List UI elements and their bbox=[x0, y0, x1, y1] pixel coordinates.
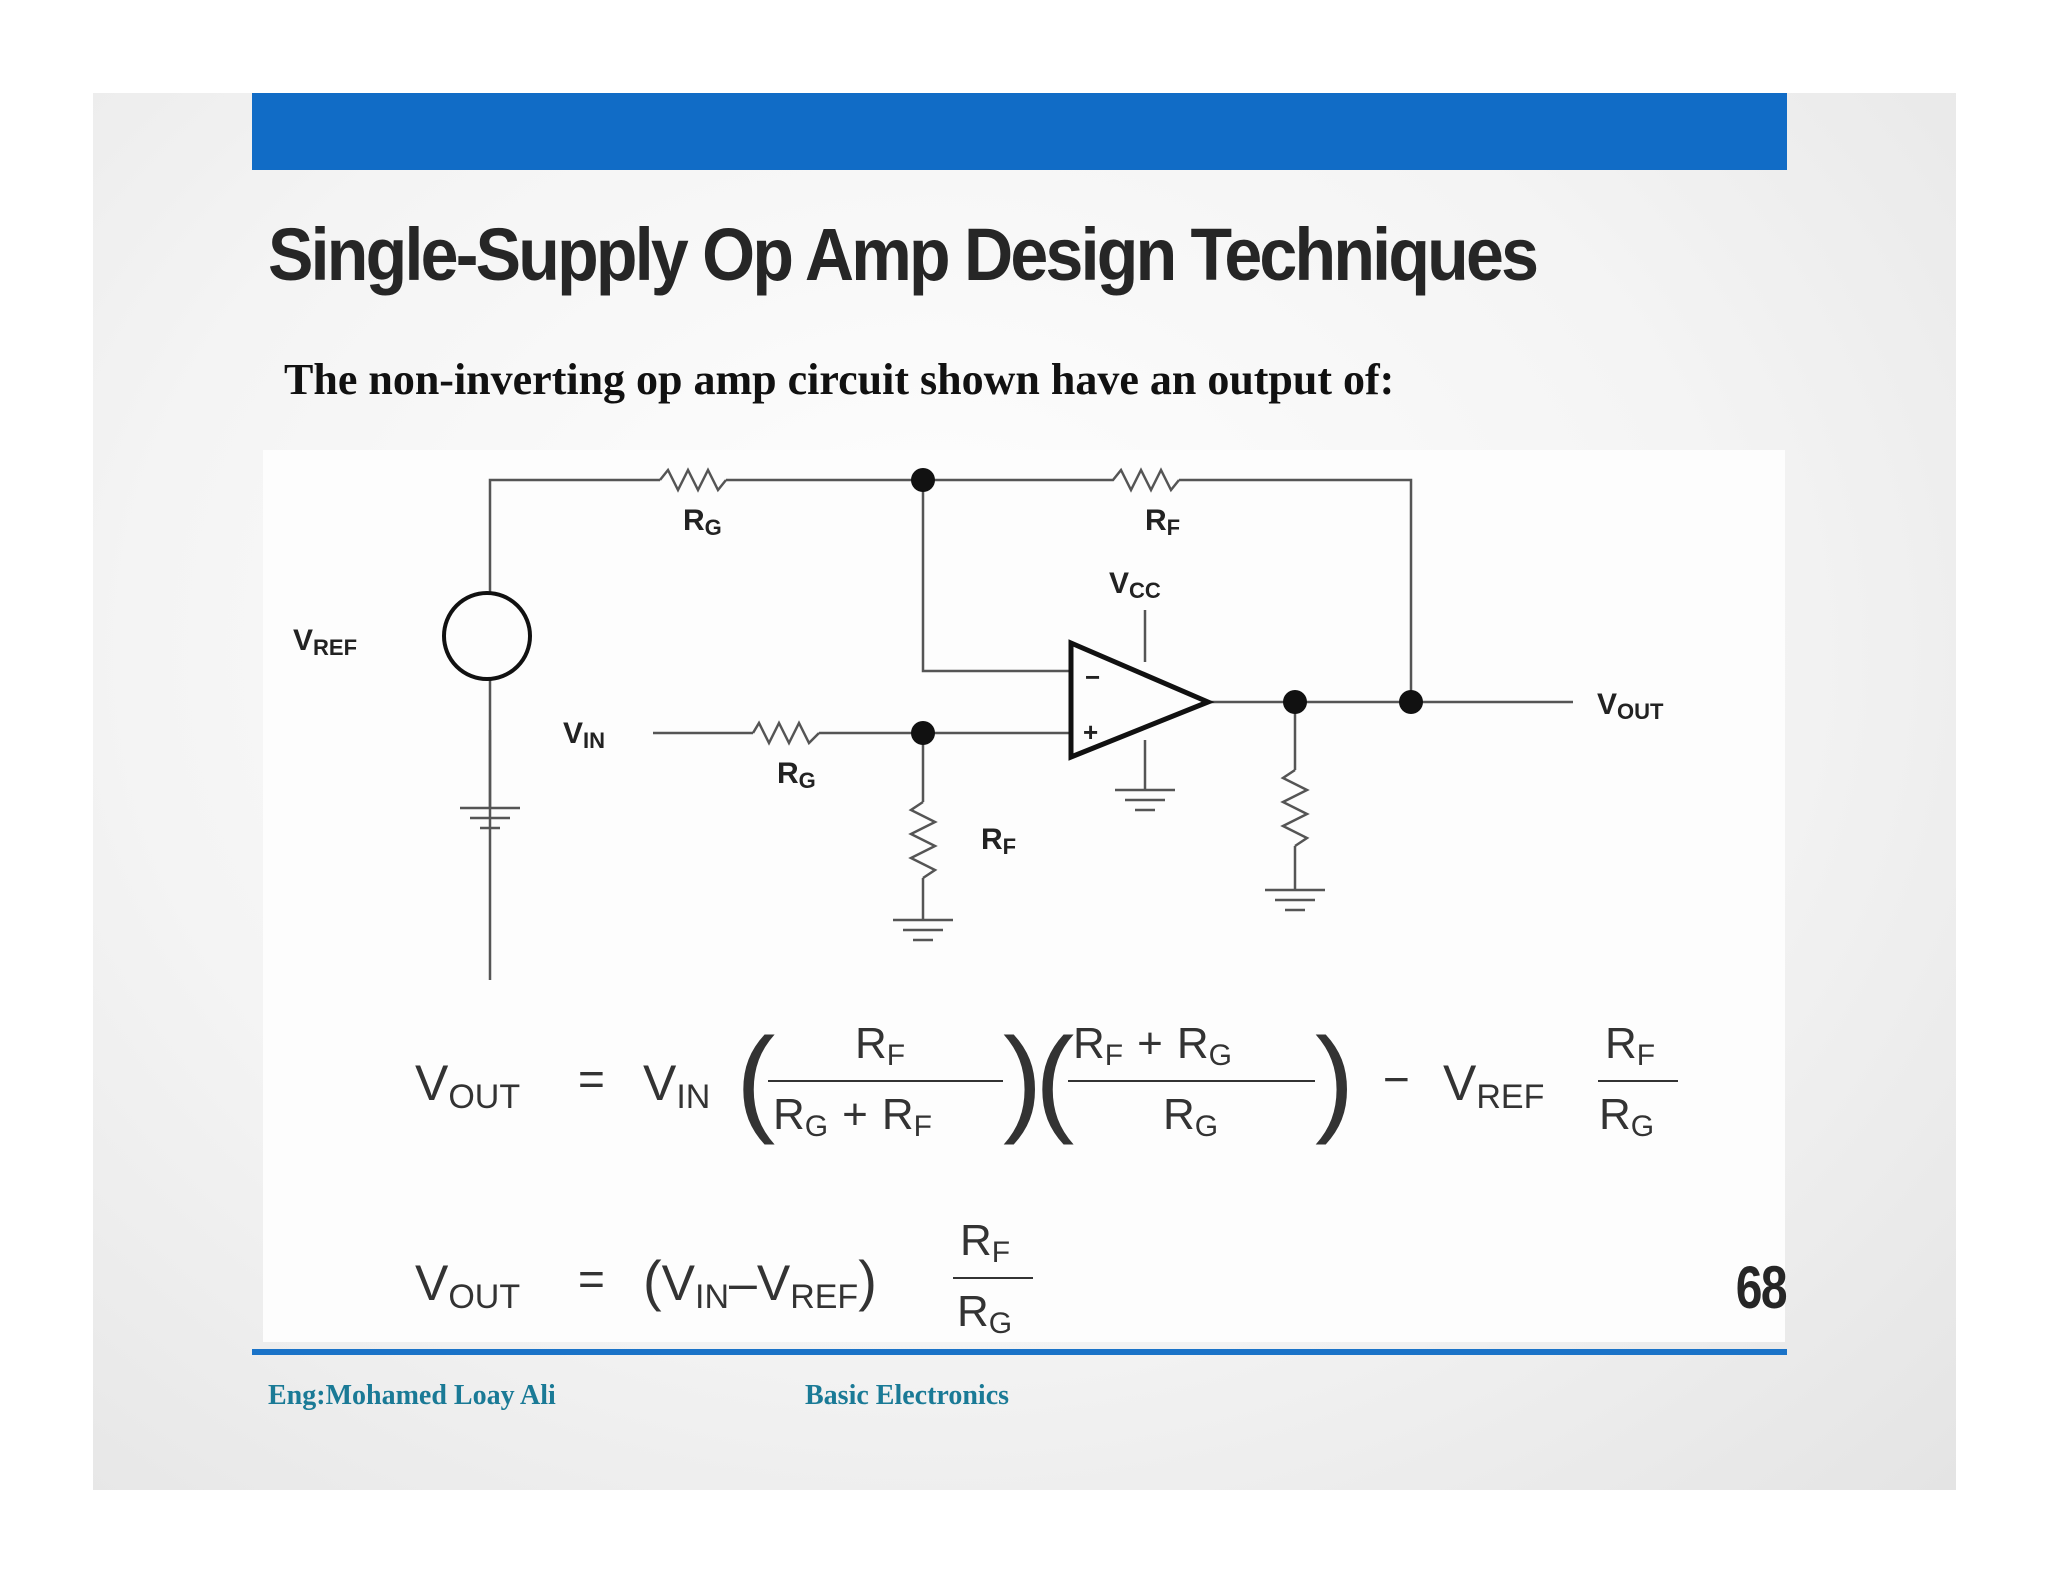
resistor-rf-bottom bbox=[908, 800, 938, 880]
eq1-paren-close-2: ) bbox=[1315, 1014, 1354, 1146]
footer-author: Eng:Mohamed Loay Ali bbox=[268, 1380, 556, 1411]
wire-vref-top bbox=[488, 478, 660, 980]
circuit-figure: − + RG RF VCC VREF VIN RG RF VOUT VOUT =… bbox=[263, 450, 1785, 1342]
label-rf-top: RF bbox=[1145, 504, 1180, 540]
junction-vin bbox=[911, 721, 935, 745]
opamp-minus-sign: − bbox=[1085, 662, 1100, 692]
eq1-frac1-num: RF bbox=[855, 1019, 905, 1072]
eq1-vref: VREF bbox=[1443, 1055, 1544, 1116]
resistor-rf-top bbox=[1111, 467, 1180, 493]
junction-top bbox=[911, 468, 935, 492]
header-accent-bar bbox=[252, 93, 1787, 170]
resistor-rg-top bbox=[659, 467, 727, 493]
equation-general: VOUT = VIN ( RF RG+RF ) ( RF+RG RG ) − V… bbox=[415, 1014, 1678, 1146]
eq1-frac1-den: RG+RF bbox=[773, 1090, 932, 1143]
opamp-triangle bbox=[1068, 639, 1215, 761]
eq2-group: (VIN–VREF) bbox=[643, 1249, 877, 1316]
junction-dots bbox=[911, 468, 1423, 745]
eq1-paren-open-2: ( bbox=[1035, 1014, 1074, 1146]
opamp-plus-sign: + bbox=[1083, 717, 1098, 747]
eq1-equals: = bbox=[578, 1053, 605, 1105]
label-rg-bottom: RG bbox=[777, 757, 816, 793]
page-number: 68 bbox=[1735, 1254, 1788, 1321]
eq2-frac-num: RF bbox=[960, 1216, 1010, 1269]
equation-simplified: VOUT = (VIN–VREF) RF RG bbox=[415, 1216, 1033, 1340]
ground-symbol-rf bbox=[893, 918, 953, 942]
eq1-vin: VIN bbox=[643, 1055, 710, 1116]
eq2-vout: VOUT bbox=[415, 1255, 520, 1316]
eq2-equals: = bbox=[578, 1253, 605, 1305]
circuit-diagram: − + RG RF VCC VREF VIN RG RF VOUT VOUT =… bbox=[293, 467, 1678, 1340]
eq1-paren-close-1: ) bbox=[1003, 1014, 1042, 1146]
eq1-frac3-num: RF bbox=[1605, 1019, 1655, 1072]
eq1-frac3-den: RG bbox=[1599, 1090, 1654, 1143]
eq1-vout: VOUT bbox=[415, 1055, 520, 1116]
vref-source-circle bbox=[442, 591, 532, 681]
wire-inverting-input bbox=[921, 480, 1073, 673]
slide-subtitle: The non-inverting op amp circuit shown h… bbox=[284, 355, 1395, 404]
ground-symbol-opamp bbox=[1115, 788, 1175, 812]
ground-symbol-load bbox=[1265, 888, 1325, 912]
wire-feedback-right bbox=[1179, 478, 1413, 702]
circuit-wires bbox=[460, 467, 1573, 980]
label-vin: VIN bbox=[563, 717, 605, 753]
eq1-frac2-den: RG bbox=[1163, 1090, 1218, 1143]
eq2-frac-den: RG bbox=[957, 1287, 1012, 1340]
label-vout: VOUT bbox=[1597, 688, 1664, 724]
label-vref: VREF bbox=[293, 624, 357, 660]
junction-load bbox=[1283, 690, 1307, 714]
eq1-minus: − bbox=[1383, 1053, 1410, 1105]
junction-feedback bbox=[1399, 690, 1423, 714]
footer-course: Basic Electronics bbox=[805, 1380, 1010, 1411]
eq1-frac2-num: RF+RG bbox=[1073, 1019, 1232, 1072]
resistor-load bbox=[1280, 768, 1310, 848]
resistor-rg-bottom bbox=[751, 720, 820, 746]
label-vcc: VCC bbox=[1109, 567, 1161, 603]
label-rf-bottom: RF bbox=[981, 823, 1016, 859]
slide-title: Single-Supply Op Amp Design Techniques bbox=[268, 213, 1539, 296]
label-rg-top: RG bbox=[683, 504, 722, 540]
footer-divider bbox=[252, 1349, 1787, 1355]
